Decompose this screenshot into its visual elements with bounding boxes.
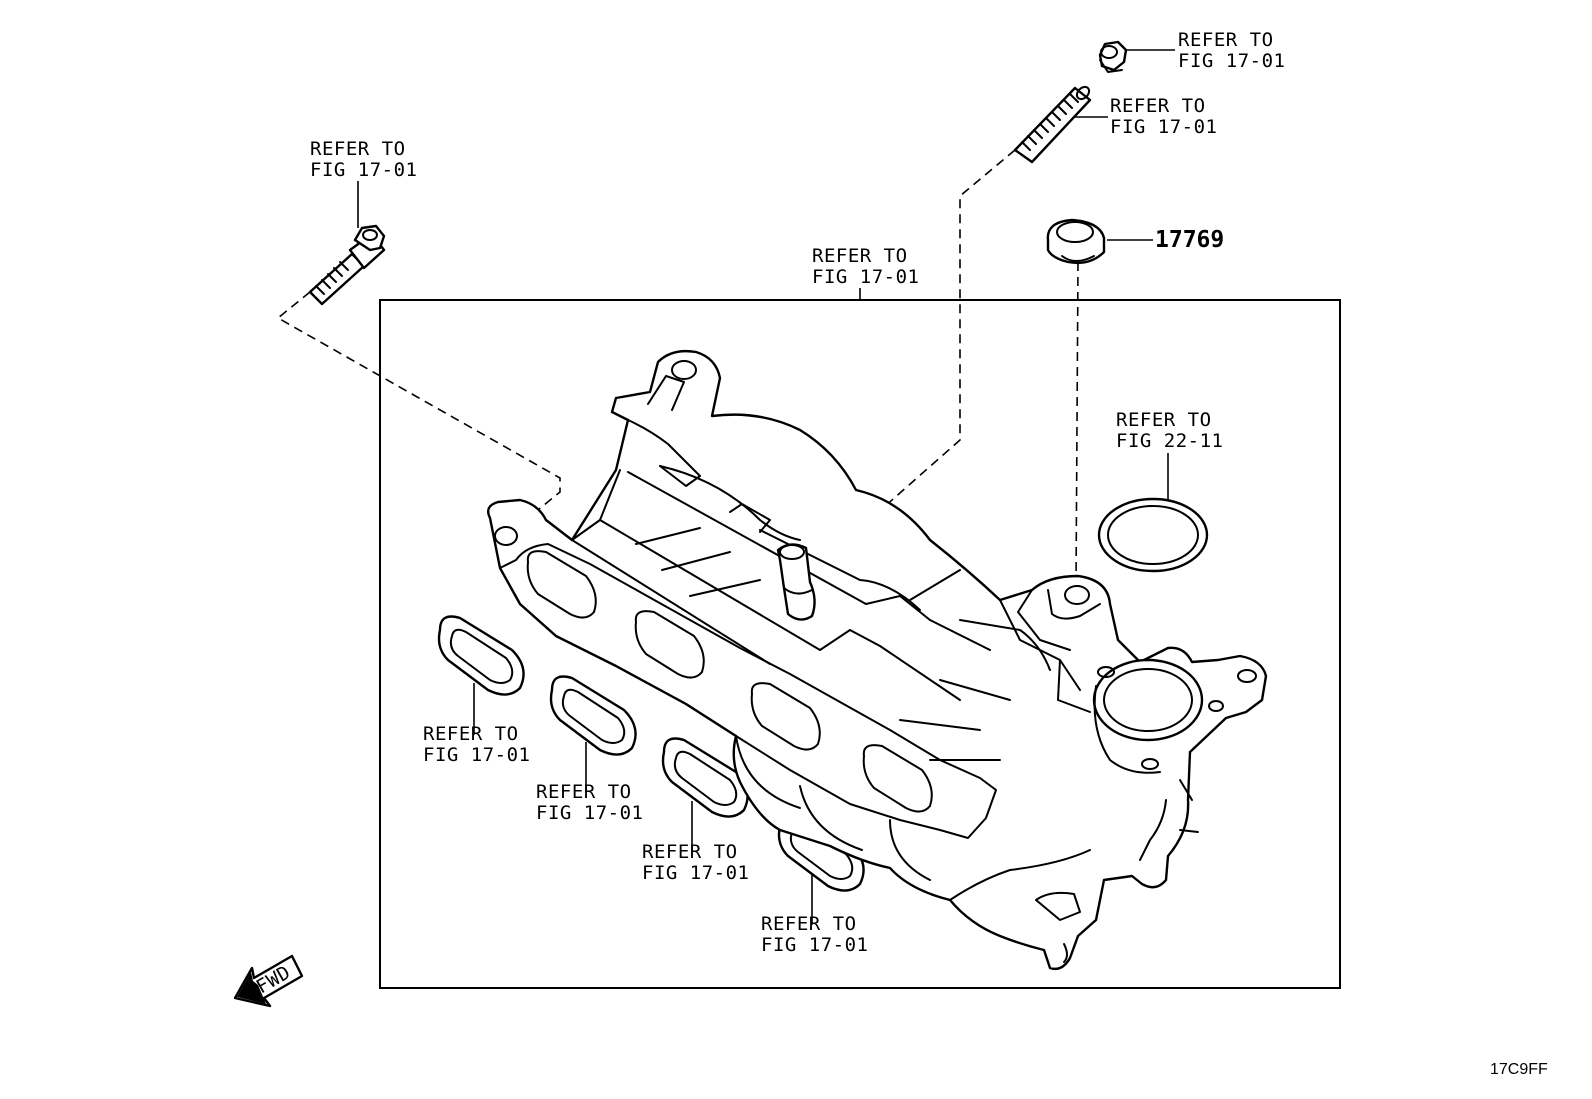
callout-port-gasket-2: REFER TO FIG 17-01 [536,781,643,824]
svg-text:FIG 17-01: FIG 17-01 [536,802,643,824]
svg-text:FIG 17-01: FIG 17-01 [1178,50,1285,72]
callout-port-gasket-1: REFER TO FIG 17-01 [423,723,530,766]
callout-port-gasket-3: REFER TO FIG 17-01 [642,841,749,884]
port-gasket-1 [437,615,525,696]
svg-text:FIG 22-11: FIG 22-11 [1116,430,1223,452]
svg-text:REFER TO: REFER TO [812,245,908,267]
callout-top-right-nut: REFER TO FIG 17-01 [1178,29,1285,72]
svg-text:FIG 17-01: FIG 17-01 [423,744,530,766]
svg-text:REFER TO: REFER TO [1116,409,1212,431]
callout-top-right-stud: REFER TO FIG 17-01 [1110,95,1217,138]
svg-text:REFER TO: REFER TO [423,723,519,745]
dashed-lines [276,149,1079,591]
intake-manifold-body [487,349,1268,971]
flange-nut-icon [1098,40,1128,73]
svg-text:REFER TO: REFER TO [310,138,406,160]
port-gasket-3 [661,737,749,818]
svg-text:FIG 17-01: FIG 17-01 [761,934,868,956]
throttle-gasket-ring [1097,497,1209,573]
callout-top-left-bolt: REFER TO FIG 17-01 [310,138,417,181]
figure-code: 17C9FF [1490,1061,1548,1078]
svg-text:FIG 17-01: FIG 17-01 [642,862,749,884]
svg-text:FIG 17-01: FIG 17-01 [1110,116,1217,138]
svg-text:REFER TO: REFER TO [1110,95,1206,117]
callout-port-gasket-4: REFER TO FIG 17-01 [761,913,868,956]
flange-bolt-icon [308,224,386,306]
svg-text:REFER TO: REFER TO [642,841,738,863]
svg-text:FIG 17-01: FIG 17-01 [812,266,919,288]
callout-throttle-gasket: REFER TO FIG 22-11 [1116,409,1223,452]
stud-bolt-icon [1013,85,1092,164]
svg-text:REFER TO: REFER TO [536,781,632,803]
forward-arrow-icon: FWD [233,954,304,1008]
grommet-cap-icon [1046,218,1106,265]
leader-lines [357,49,1175,925]
part-number-17769: 17769 [1155,227,1224,253]
callout-manifold-assembly: REFER TO FIG 17-01 [812,245,919,288]
svg-text:FIG 17-01: FIG 17-01 [310,159,417,181]
svg-text:REFER TO: REFER TO [1178,29,1274,51]
svg-text:REFER TO: REFER TO [761,913,857,935]
port-gasket-2 [549,675,637,756]
